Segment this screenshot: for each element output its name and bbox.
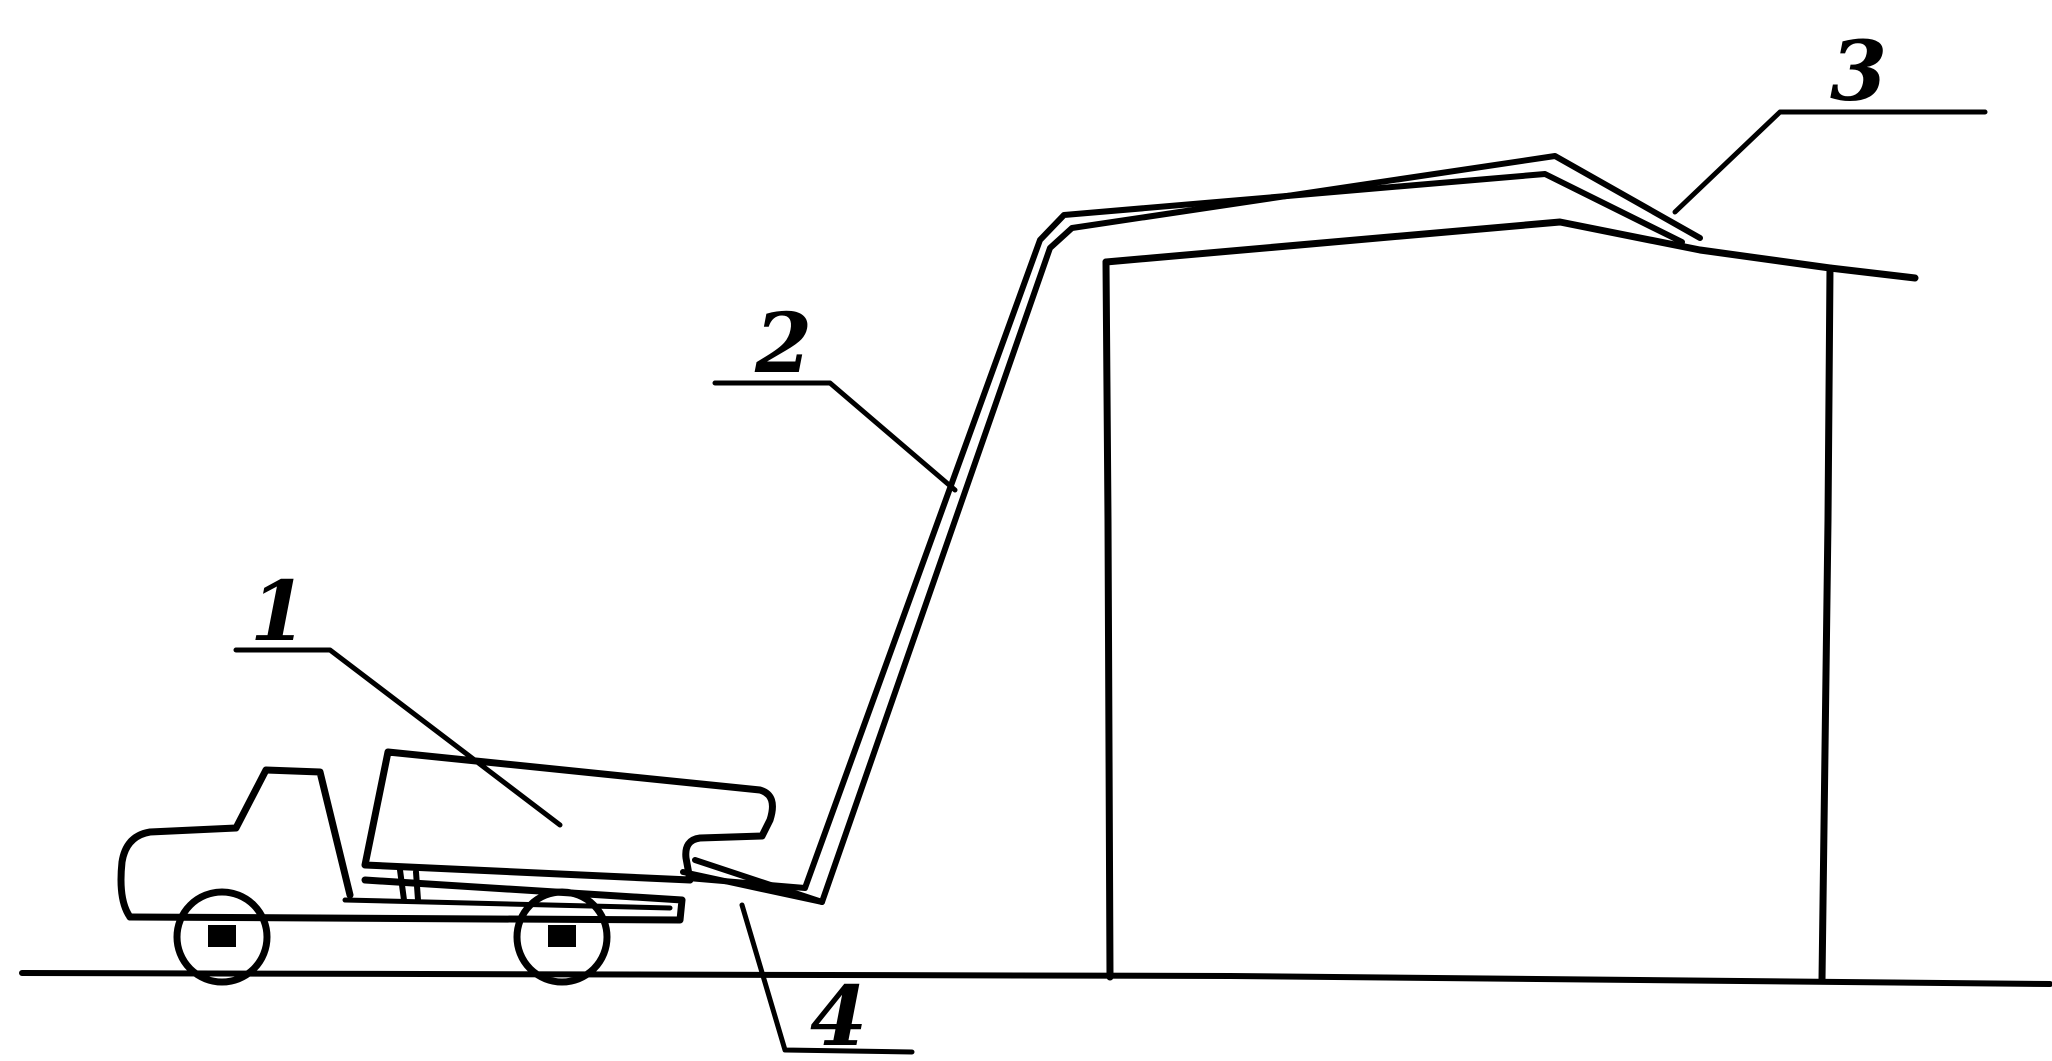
conveyor-inner-edge bbox=[685, 171, 1685, 891]
truck-chassis-lower bbox=[342, 897, 673, 911]
building-roof bbox=[1102, 218, 1919, 282]
callout-1-label: 1 bbox=[250, 564, 307, 660]
truck-front-wheel bbox=[513, 888, 611, 986]
truck-dump-bed bbox=[361, 748, 776, 884]
conveyor-outer-edge bbox=[692, 153, 1703, 905]
building bbox=[1102, 218, 1919, 984]
callout-1: 1 bbox=[233, 564, 563, 828]
callout-3-leader bbox=[1672, 109, 1988, 215]
callout-3-label: 3 bbox=[1830, 24, 1887, 120]
truck-bed-hinge bbox=[397, 867, 421, 903]
callout-1-leader bbox=[233, 647, 563, 828]
callout-2-leader bbox=[712, 380, 958, 493]
callout-4-label: 4 bbox=[810, 969, 867, 1061]
conveyor-tube bbox=[680, 153, 1703, 905]
building-left-wall bbox=[1102, 258, 1114, 981]
truck-cab bbox=[117, 766, 354, 921]
ground-line bbox=[19, 970, 2052, 987]
truck-chassis bbox=[126, 876, 686, 924]
callout-4-leader bbox=[739, 902, 915, 1055]
building-right-wall bbox=[1818, 264, 1834, 984]
truck bbox=[117, 748, 776, 986]
callout-2-label: 2 bbox=[754, 296, 812, 392]
callout-2: 2 bbox=[712, 296, 958, 493]
truck-rear-wheel bbox=[173, 888, 271, 986]
conveyor-base-edge bbox=[680, 869, 825, 905]
callout-3: 3 bbox=[1672, 24, 1988, 215]
callout-4: 4 bbox=[739, 902, 915, 1061]
